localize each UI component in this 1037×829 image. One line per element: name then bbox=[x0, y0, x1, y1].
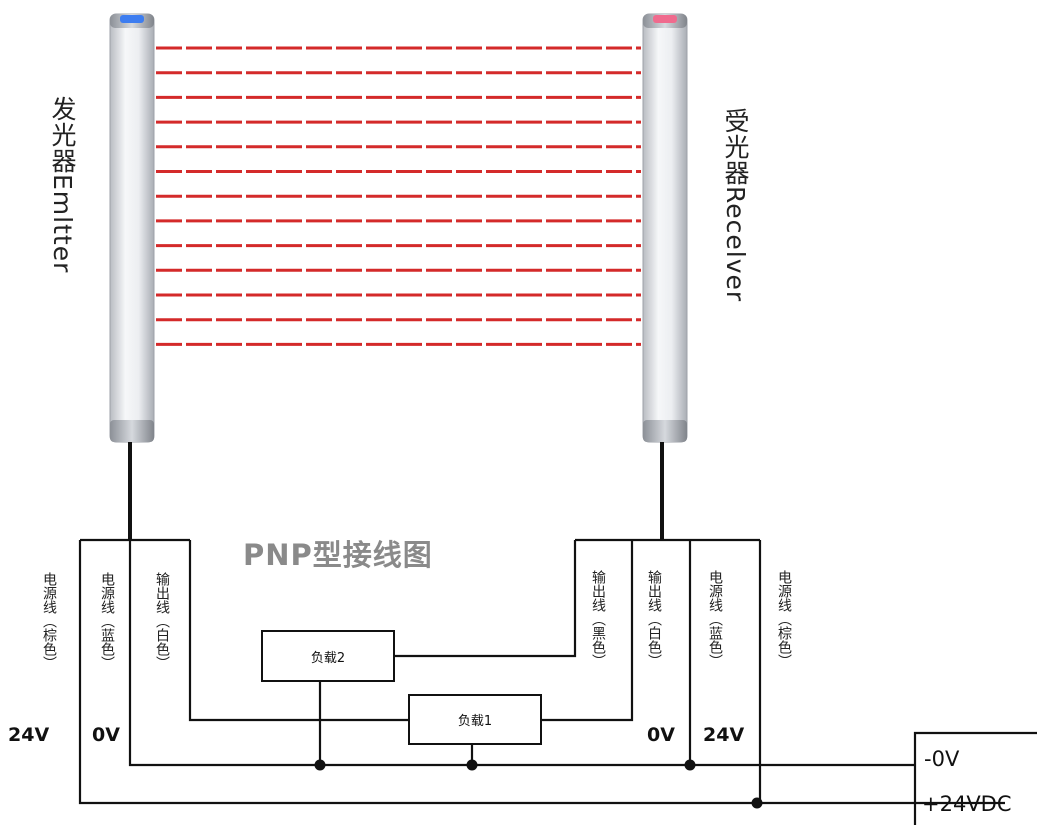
junction-dot bbox=[751, 797, 763, 809]
emitter-bar bbox=[109, 13, 155, 443]
junction-dot bbox=[466, 759, 478, 771]
voltage-right-24v: 24V bbox=[703, 724, 745, 746]
load-1-label: 负载1 bbox=[457, 714, 493, 729]
wire-left-blue bbox=[128, 540, 915, 767]
terminal-zero: -0V bbox=[924, 747, 960, 771]
wire-right-black bbox=[395, 540, 577, 658]
load-2-box: 负载2 bbox=[261, 630, 395, 682]
wires bbox=[78, 442, 1037, 825]
wire-label-left-white: 输出线（白色） bbox=[154, 572, 170, 670]
load-1-box: 负载1 bbox=[408, 694, 542, 745]
receiver-bar bbox=[642, 13, 688, 443]
load-2-label: 负载2 bbox=[310, 650, 346, 666]
wire-label-left-brown: 电源线（棕色） bbox=[41, 572, 57, 670]
voltage-left-0v: 0V bbox=[92, 724, 120, 746]
wire-left-brown bbox=[78, 540, 1005, 805]
wire-label-right-blue: 电源线（蓝色） bbox=[707, 570, 723, 668]
junction-dot bbox=[684, 759, 696, 771]
voltage-left-24v: 24V bbox=[8, 724, 50, 746]
junctions bbox=[314, 759, 763, 809]
wire-label-right-brown: 电源线（棕色） bbox=[776, 570, 792, 668]
light-beams bbox=[156, 46, 641, 346]
junction-dot bbox=[314, 759, 326, 771]
wire-label-right-white: 输出线（白色） bbox=[646, 570, 662, 668]
wire-right-white bbox=[542, 540, 634, 722]
wire-label-right-black: 输出线（黑色） bbox=[590, 570, 606, 668]
emitter-led-icon bbox=[120, 15, 144, 23]
receiver-led-icon bbox=[653, 15, 677, 23]
wire-left-white bbox=[188, 540, 410, 722]
terminal-plus: +24VDC bbox=[922, 792, 1012, 816]
terminal-block bbox=[913, 731, 1037, 825]
emitter-label: 发光器Emltter bbox=[48, 96, 77, 274]
voltage-right-0v: 0V bbox=[647, 724, 675, 746]
receiver-label: 受光器Recelver bbox=[721, 108, 750, 303]
wire-label-left-blue: 电源线（蓝色） bbox=[99, 572, 115, 670]
diagram-title: PNP型接线图 bbox=[243, 538, 433, 572]
